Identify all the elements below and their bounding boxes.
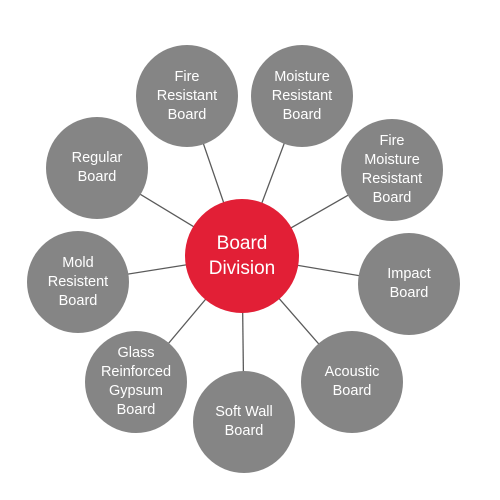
node-label: Fire Moisture Resistant Board [361,133,423,206]
node-mold-resistent-board: Mold Resistent Board [27,231,129,333]
node-label: Acoustic Board [324,364,380,399]
node-soft-wall-board: Soft Wall Board [193,371,295,473]
node-label: Moisture Resistant Board [271,68,333,123]
node-impact-board: Impact Board [358,233,460,335]
center-node-board-division: Board Division [185,199,299,313]
node-regular-board: Regular Board [46,117,148,219]
node-moisture-resistant-board: Moisture Resistant Board [251,45,353,147]
node-label: Mold Resistent Board [47,254,109,309]
node-acoustic-board: Acoustic Board [301,331,403,433]
node-label: Regular Board [71,150,123,185]
node-label: Impact Board [387,266,431,301]
node-label: Soft Wall Board [215,404,273,439]
node-glass-reinforced-gypsum-board: Glass Reinforced Gypsum Board [85,331,187,433]
node-label: Fire Resistant Board [156,68,218,123]
node-label: Glass Reinforced Gypsum Board [100,345,172,418]
node-fire-moisture-resistant-board: Fire Moisture Resistant Board [341,119,443,221]
center-node-label: Board Division [208,233,276,279]
node-fire-resistant-board: Fire Resistant Board [136,45,238,147]
